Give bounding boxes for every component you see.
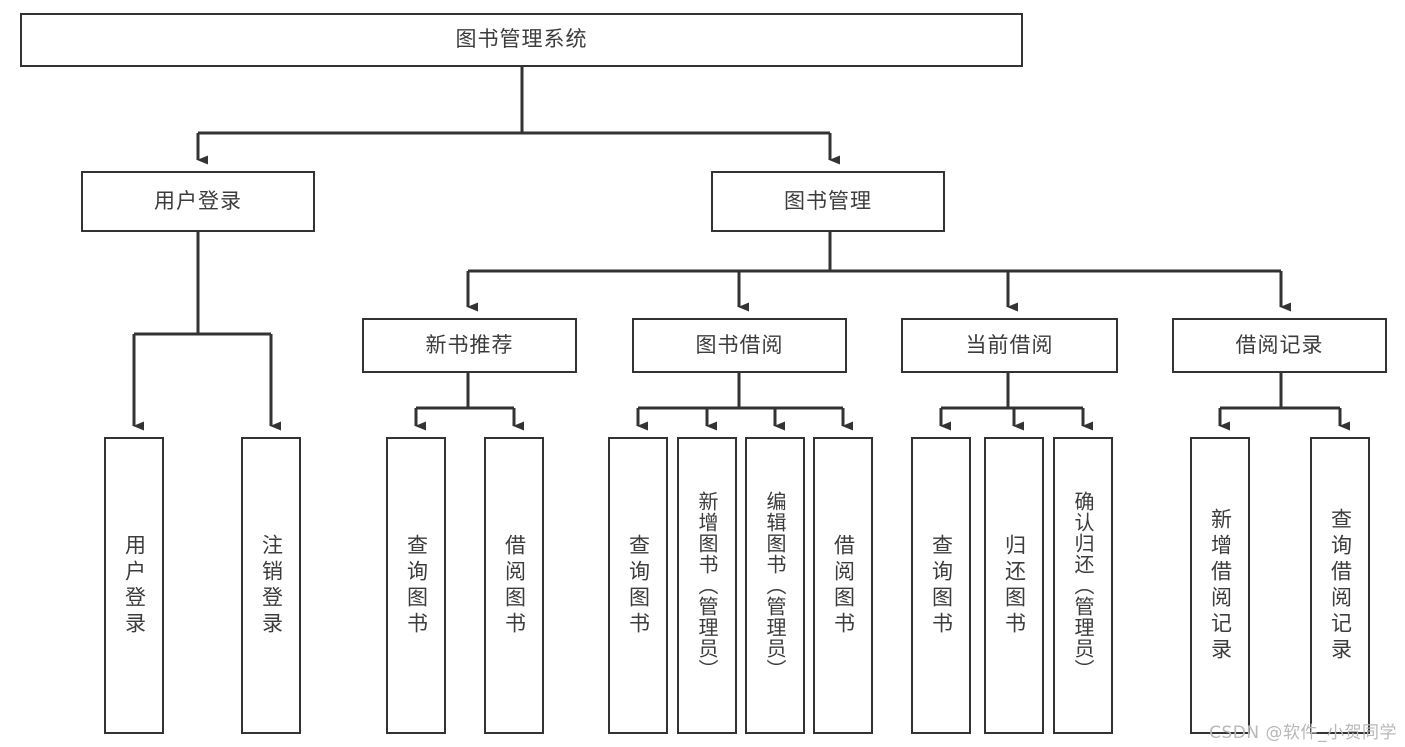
node-leaf-query-record[interactable]: 查询借阅记录 xyxy=(1310,437,1370,734)
node-label-borrow-record: 借阅记录 xyxy=(1235,332,1324,357)
node-leaf-logout[interactable]: 注销登录 xyxy=(241,437,301,734)
node-label-book-manage: 图书管理 xyxy=(784,188,872,213)
node-label-leaf-add-record: 新增借阅记录 xyxy=(1208,507,1233,664)
node-current-borrow[interactable]: 当前借阅 xyxy=(901,318,1118,373)
node-user-login[interactable]: 用户登录 xyxy=(81,171,315,232)
node-book-borrow[interactable]: 图书借阅 xyxy=(632,318,847,373)
node-leaf-add-book[interactable]: 新增图书（管理员） xyxy=(677,437,737,734)
node-leaf-query-book-borrow[interactable]: 查询图书 xyxy=(608,437,668,734)
node-label-leaf-return-book: 归还图书 xyxy=(1002,533,1027,638)
node-label-book-borrow: 图书借阅 xyxy=(695,332,784,357)
node-label-leaf-confirm-return: 确认归还（管理员） xyxy=(1071,491,1095,680)
node-label-leaf-query-book-borrow: 查询图书 xyxy=(626,533,651,638)
node-new-book-rec[interactable]: 新书推荐 xyxy=(362,318,577,373)
node-root[interactable]: 图书管理系统 xyxy=(20,13,1023,67)
node-label-current-borrow: 当前借阅 xyxy=(965,332,1054,357)
node-label-leaf-user-login: 用户登录 xyxy=(122,533,147,638)
node-leaf-borrow-book[interactable]: 借阅图书 xyxy=(813,437,873,734)
node-book-manage[interactable]: 图书管理 xyxy=(711,171,945,232)
node-label-new-book-rec: 新书推荐 xyxy=(425,332,514,357)
node-label-leaf-query-book-rec: 查询图书 xyxy=(404,533,429,638)
node-leaf-query-book-cur[interactable]: 查询图书 xyxy=(911,437,971,734)
node-borrow-record[interactable]: 借阅记录 xyxy=(1172,318,1387,373)
node-leaf-user-login[interactable]: 用户登录 xyxy=(104,437,164,734)
node-leaf-edit-book[interactable]: 编辑图书（管理员） xyxy=(745,437,805,734)
node-leaf-borrow-book-rec[interactable]: 借阅图书 xyxy=(484,437,544,734)
node-label-leaf-query-record: 查询借阅记录 xyxy=(1328,507,1353,664)
node-leaf-confirm-return[interactable]: 确认归还（管理员） xyxy=(1053,437,1113,734)
node-label-leaf-borrow-book: 借阅图书 xyxy=(831,533,856,638)
node-label-leaf-logout: 注销登录 xyxy=(259,533,284,638)
node-leaf-return-book[interactable]: 归还图书 xyxy=(984,437,1044,734)
watermark: CSDN @软件_小贺同学 xyxy=(1209,723,1397,743)
node-label-user-login: 用户登录 xyxy=(154,188,242,213)
node-label-leaf-edit-book: 编辑图书（管理员） xyxy=(763,491,787,680)
node-label-leaf-borrow-book-rec: 借阅图书 xyxy=(502,533,527,638)
node-label-leaf-query-book-cur: 查询图书 xyxy=(929,533,954,638)
node-label-root: 图书管理系统 xyxy=(455,27,588,52)
node-leaf-add-record[interactable]: 新增借阅记录 xyxy=(1190,437,1250,734)
node-leaf-query-book-rec[interactable]: 查询图书 xyxy=(386,437,446,734)
node-label-leaf-add-book: 新增图书（管理员） xyxy=(695,491,719,680)
